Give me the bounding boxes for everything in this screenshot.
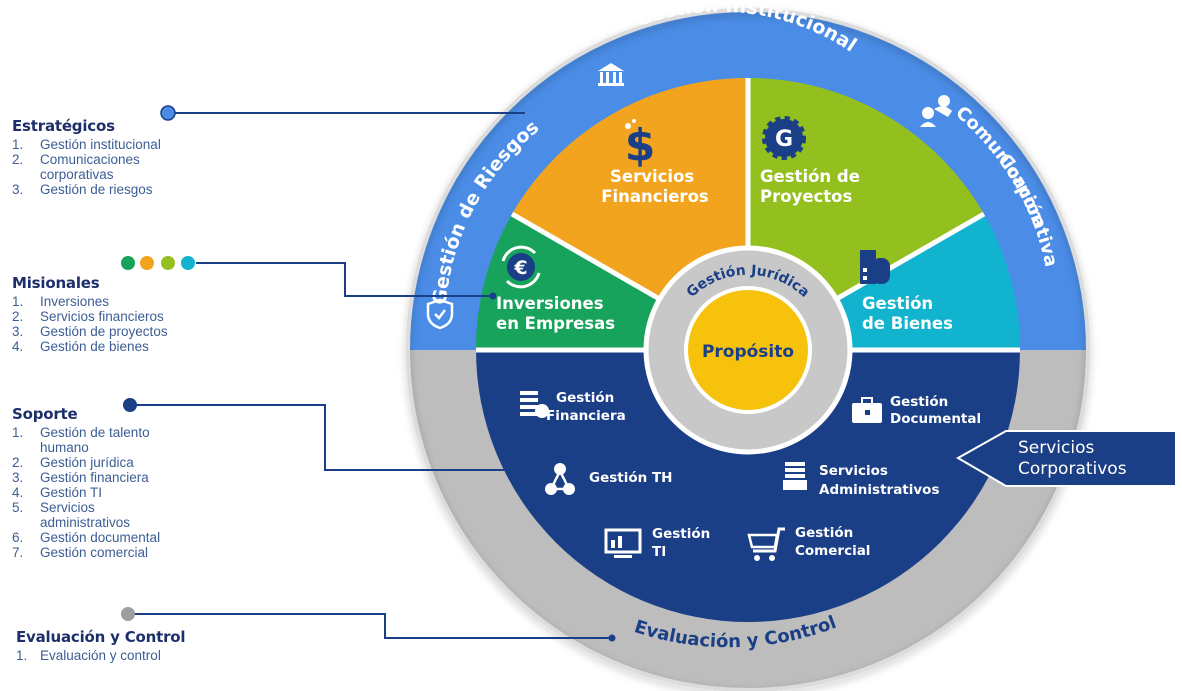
bullet-misionales-orange [140, 256, 154, 270]
list-item: 3.Gestión de proyectos [12, 324, 168, 339]
people-share-icon [920, 95, 952, 127]
list-item: 2.Comunicaciones corporativas [12, 152, 140, 182]
legend-list: 1.Evaluación y control [16, 648, 210, 663]
bullet-evaluacion [121, 607, 135, 621]
legend-list: 1.Inversiones 2.Servicios financieros 3.… [12, 294, 210, 354]
legend-title: Misionales [12, 274, 100, 292]
support-half [476, 350, 1020, 622]
bullet-misionales-lime [161, 256, 175, 270]
list-item: 1.Inversiones [12, 294, 110, 309]
legend-misionales: Misionales 1.Inversiones 2.Servicios fin… [12, 274, 210, 354]
legend-list: 1.Gestión institucional 2.Comunicaciones… [12, 137, 210, 197]
list-item: 3.Gestión de riesgos [12, 182, 153, 197]
list-item: 2.Gestión jurídica [12, 455, 134, 470]
shopping-cart-icon [747, 527, 785, 561]
list-item: 6.Gestión documental [12, 530, 161, 545]
list-item: 1.Gestión institucional [12, 137, 161, 152]
label-gestion-bienes: Gestión de Bienes [862, 294, 953, 333]
coins-icon [520, 391, 549, 418]
label-gestion-financiera: Gestión Financiera [546, 390, 626, 424]
briefcase-icon [852, 397, 882, 423]
list-item: 2.Servicios financieros [12, 309, 164, 324]
connectors [130, 112, 612, 639]
list-item: 4.Gestión de bienes [12, 339, 149, 354]
legend-title: Estratégicos [12, 117, 115, 135]
connector-end-dot [521, 466, 529, 474]
bullet-misionales-green [121, 256, 135, 270]
servicios-corporativos-callout: Servicios Corporativos [955, 430, 1177, 487]
label-gestion-ti: Gestión TI [652, 526, 715, 560]
connector-soporte [131, 404, 525, 471]
list-item: 7.Gestión comercial [12, 545, 149, 560]
bullet-soporte [123, 398, 137, 412]
building-columns-icon [598, 63, 624, 86]
org-chart-icon [545, 463, 575, 495]
legend-title: Evaluación y Control [16, 628, 186, 646]
label-gestion-documental: Gestión Documental [890, 394, 981, 427]
connector-misionales [196, 262, 493, 297]
shield-icon [426, 298, 454, 330]
tray-icon [783, 462, 807, 490]
cycle-currency-icon: € [501, 245, 541, 289]
list-item: 5.Servicios administrativos [12, 500, 131, 530]
svg-text:Servicios Corporativos: Servicios Corporativos [1018, 438, 1127, 479]
bullet-misionales-cyan [181, 256, 195, 270]
monitor-icon [604, 528, 642, 558]
dollar-icon: $ [625, 119, 656, 171]
svg-text:G: G [775, 127, 793, 152]
purpose-circle [684, 286, 812, 414]
legend-title: Soporte [12, 405, 78, 423]
legend-soporte: Soporte 1.Gestión de talento humano 2.Ge… [12, 405, 210, 560]
buildings-icon [860, 250, 890, 284]
label-gestion-proyectos: Gestión de Proyectos [760, 167, 866, 206]
svg-text:€: € [513, 257, 527, 279]
legend-list: 1.Gestión de talento humano 2.Gestión ju… [12, 425, 210, 560]
label-servicios-administrativos: Servicios Administrativos [819, 463, 940, 498]
label-gestion-comercial: Gestión Comercial [795, 525, 870, 559]
list-item: 1.Gestión de talento humano [12, 425, 150, 455]
list-item: 3.Gestión financiera [12, 470, 149, 485]
label-servicios-financieros: Servicios Financieros [601, 167, 709, 206]
label-gestion-th: Gestión TH [589, 470, 672, 486]
svg-text:$: $ [625, 120, 656, 171]
list-item: 1.Evaluación y control [16, 648, 161, 663]
label-inversiones: Inversiones en Empresas [496, 294, 615, 333]
connector-evaluacion [130, 613, 612, 639]
connector-end-dot [489, 292, 497, 300]
connector-end-dot [608, 634, 616, 642]
legend-evaluacion: Evaluación y Control 1.Evaluación y cont… [16, 628, 210, 663]
list-item: 4.Gestión TI [12, 485, 103, 500]
gear-g-icon: G [762, 116, 806, 160]
bullet-estrategicos [160, 105, 176, 121]
purpose-label: Propósito [702, 342, 794, 362]
legend-estrategicos: Estratégicos 1.Gestión institucional 2.C… [12, 117, 210, 197]
